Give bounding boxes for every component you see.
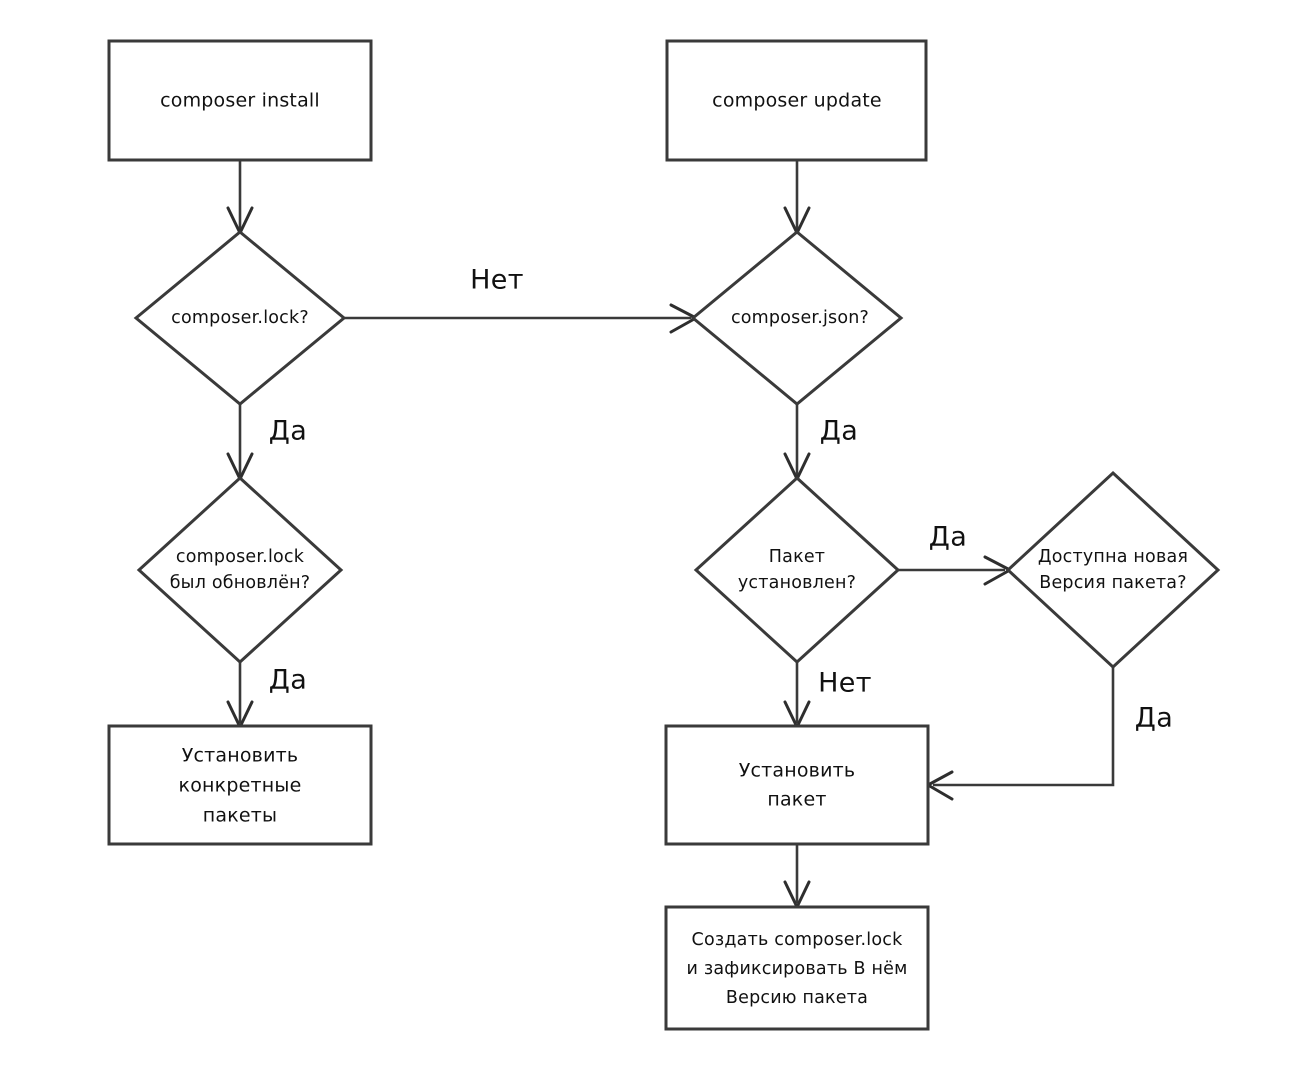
node-lock-updated-decision[interactable]: composer.lock был обновлён? <box>136 475 344 665</box>
edge-lock-no-to-json <box>344 303 698 334</box>
shapes-layer: composer install composer update compose… <box>107 39 1221 1031</box>
node-composer-update[interactable]: composer update <box>665 39 928 162</box>
node-new-version-decision[interactable]: Доступна новая Версия пакета? <box>1005 470 1221 670</box>
node-composer-json-decision-line-1: composer.json? <box>731 308 869 328</box>
node-install-package-line-1: Установить <box>739 760 856 782</box>
node-create-lock-line-3: Версию пакета <box>726 988 868 1008</box>
edge-lock-yes-to-updated <box>226 404 254 481</box>
edge-label-newversion-yes: Да <box>1135 703 1173 734</box>
edge-install-to-create-lock <box>783 844 811 909</box>
edge-label-lock-no: Нет <box>470 265 524 296</box>
edge-json-yes-to-installed <box>783 404 811 481</box>
node-lock-updated-decision-line-2: был обновлён? <box>170 573 311 593</box>
node-install-specific-packages[interactable]: Установить конкретные пакеты <box>107 724 373 846</box>
edge-label-lock-yes: Да <box>269 416 307 447</box>
node-package-installed-decision-line-2: установлен? <box>738 573 856 593</box>
edge-install-to-lock <box>226 160 254 235</box>
edge-label-updated-yes: Да <box>269 665 307 696</box>
node-install-specific-packages-line-3: пакеты <box>203 805 278 827</box>
node-create-lock[interactable]: Создать composer.lock и зафиксировать В … <box>664 905 930 1031</box>
node-composer-lock-decision-line-1: composer.lock? <box>171 308 309 328</box>
node-install-package[interactable]: Установить пакет <box>664 724 930 846</box>
node-composer-json-decision[interactable]: composer.json? <box>690 230 904 406</box>
edge-labels-layer: Нет Да Да Да Да Нет Да <box>269 265 1173 734</box>
node-new-version-decision-line-2: Версия пакета? <box>1039 573 1186 593</box>
edge-updated-yes-to-specific <box>226 662 254 729</box>
node-create-lock-line-1: Создать composer.lock <box>692 930 904 950</box>
node-lock-updated-decision-line-1: composer.lock <box>176 547 305 567</box>
edge-update-to-json <box>783 160 811 235</box>
node-new-version-decision-line-1: Доступна новая <box>1038 547 1188 567</box>
node-composer-install-line-1: composer install <box>160 90 320 112</box>
node-composer-lock-decision[interactable]: composer.lock? <box>133 230 347 406</box>
edge-label-installed-yes: Да <box>929 522 967 553</box>
edge-newversion-yes-to-install <box>926 667 1115 801</box>
edge-label-json-yes: Да <box>820 416 858 447</box>
node-package-installed-decision[interactable]: Пакет установлен? <box>693 475 901 665</box>
node-create-lock-line-2: и зафиксировать В нём <box>687 959 908 979</box>
node-package-installed-decision-line-1: Пакет <box>769 547 825 567</box>
node-composer-update-line-1: composer update <box>712 90 882 112</box>
node-composer-install[interactable]: composer install <box>107 39 373 162</box>
node-install-package-line-2: пакет <box>767 789 826 811</box>
node-install-specific-packages-line-2: конкретные <box>179 775 302 797</box>
edge-installed-no-to-install <box>783 662 811 729</box>
edge-label-installed-no: Нет <box>818 668 872 699</box>
edge-installed-yes-to-newversion <box>898 555 1012 586</box>
node-install-specific-packages-line-1: Установить <box>182 745 299 767</box>
